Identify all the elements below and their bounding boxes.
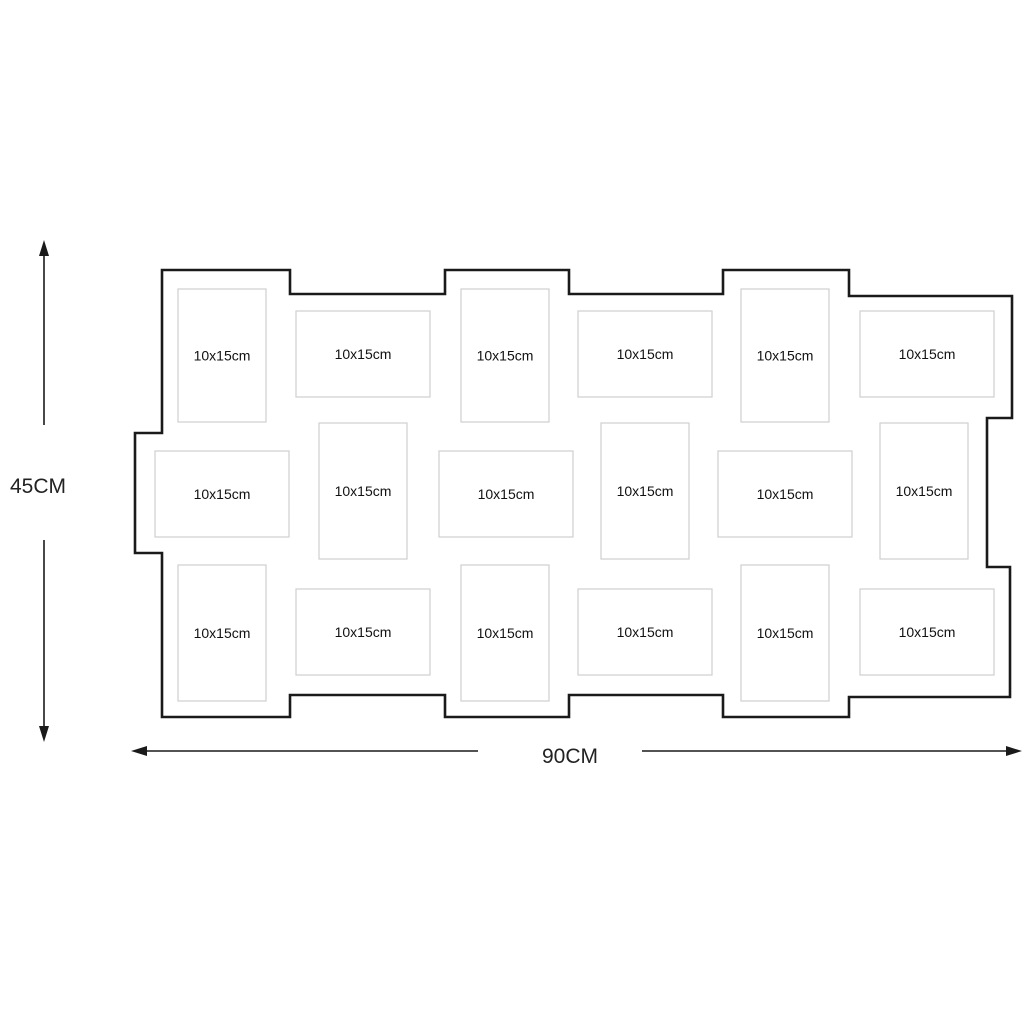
- photo-slot-size-label: 10x15cm: [335, 624, 392, 640]
- photo-slot-window: [740, 564, 830, 702]
- photo-slot-size-label: 10x15cm: [757, 625, 814, 641]
- photo-slot-18: 10x15cm: [859, 588, 995, 676]
- arrow-up-icon: [39, 240, 49, 256]
- photo-slot-size-label: 10x15cm: [477, 625, 534, 641]
- photo-slot-14: 10x15cm: [295, 588, 431, 676]
- photo-slot-window: [740, 288, 830, 423]
- photo-slot-11: 10x15cm: [717, 450, 853, 538]
- photo-slot-window: [177, 288, 267, 423]
- photo-slot-13: 10x15cm: [177, 564, 267, 702]
- photo-slot-size-label: 10x15cm: [757, 486, 814, 502]
- photo-slot-size-label: 10x15cm: [478, 486, 535, 502]
- photo-slot-size-label: 10x15cm: [899, 346, 956, 362]
- width-dimension: 90CM: [131, 745, 1022, 768]
- arrow-left-icon: [131, 746, 147, 756]
- height-label: 45CM: [10, 475, 66, 498]
- photo-slot-3: 10x15cm: [460, 288, 550, 423]
- photo-slot-size-label: 10x15cm: [617, 346, 674, 362]
- photo-slot-window: [318, 422, 408, 560]
- photo-slot-window: [438, 450, 574, 538]
- arrow-down-icon: [39, 726, 49, 742]
- photo-slot-window: [859, 310, 995, 398]
- photo-slot-1: 10x15cm: [177, 288, 267, 423]
- photo-slot-size-label: 10x15cm: [899, 624, 956, 640]
- photo-slot-15: 10x15cm: [460, 564, 550, 702]
- photo-slot-7: 10x15cm: [154, 450, 290, 538]
- photo-slot-size-label: 10x15cm: [617, 624, 674, 640]
- photo-slot-12: 10x15cm: [879, 422, 969, 560]
- photo-slot-size-label: 10x15cm: [335, 483, 392, 499]
- photo-slot-size-label: 10x15cm: [757, 348, 814, 364]
- photo-slot-5: 10x15cm: [740, 288, 830, 423]
- photo-slot-4: 10x15cm: [577, 310, 713, 398]
- photo-slot-window: [859, 588, 995, 676]
- photo-slot-size-label: 10x15cm: [617, 483, 674, 499]
- photo-slot-size-label: 10x15cm: [896, 483, 953, 499]
- photo-slot-window: [177, 564, 267, 702]
- photo-slot-size-label: 10x15cm: [194, 486, 251, 502]
- photo-slot-8: 10x15cm: [318, 422, 408, 560]
- photo-slot-window: [460, 564, 550, 702]
- arrow-right-icon: [1006, 746, 1022, 756]
- photo-slot-6: 10x15cm: [859, 310, 995, 398]
- photo-slot-window: [295, 588, 431, 676]
- photo-slot-17: 10x15cm: [740, 564, 830, 702]
- photo-slot-window: [154, 450, 290, 538]
- photo-slot-size-label: 10x15cm: [335, 346, 392, 362]
- photo-slot-window: [577, 588, 713, 676]
- photo-slot-2: 10x15cm: [295, 310, 431, 398]
- photo-slot-size-label: 10x15cm: [194, 625, 251, 641]
- width-label: 90CM: [542, 745, 598, 768]
- height-dimension: 45CM: [10, 240, 66, 742]
- photo-slots: 10x15cm 10x15cm 10x15cm 10x15cm 10x15cm 10x15…: [154, 288, 995, 702]
- photo-slot-window: [460, 288, 550, 423]
- photo-slot-window: [717, 450, 853, 538]
- photo-slot-9: 10x15cm: [438, 450, 574, 538]
- photo-slot-window: [577, 310, 713, 398]
- photo-slot-10: 10x15cm: [600, 422, 690, 560]
- photo-slot-size-label: 10x15cm: [477, 348, 534, 364]
- photo-slot-window: [600, 422, 690, 560]
- photo-slot-size-label: 10x15cm: [194, 348, 251, 364]
- photo-slot-window: [295, 310, 431, 398]
- photo-slot-window: [879, 422, 969, 560]
- photo-slot-16: 10x15cm: [577, 588, 713, 676]
